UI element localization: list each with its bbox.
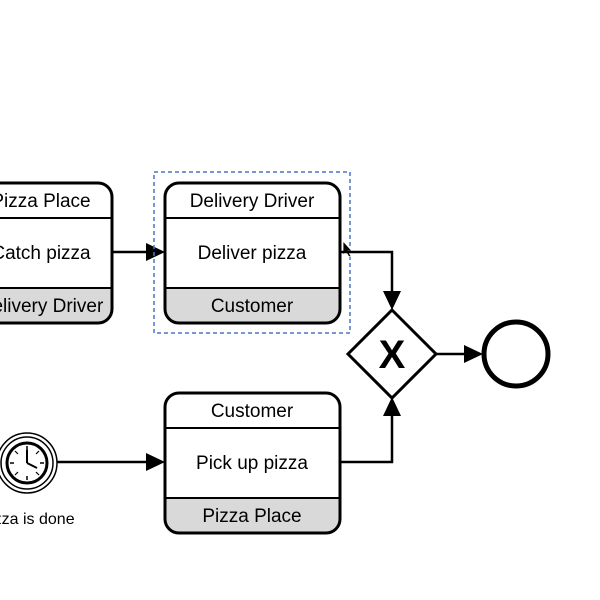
sequence-flow-deliver-to-gateway[interactable] xyxy=(340,250,401,310)
task-deliver-pizza[interactable]: Delivery Driver Deliver pizza Customer xyxy=(163,181,342,325)
timer-start-event[interactable] xyxy=(0,432,58,494)
task-deliver-bottom-band: Customer xyxy=(211,296,294,317)
task-deliver-name: Deliver pizza xyxy=(198,243,307,264)
timer-event-label: Pizza is done xyxy=(0,511,75,528)
task-pickup-top-band: Customer xyxy=(211,401,294,422)
task-pick-up-pizza[interactable]: Customer Pick up pizza Pizza Place xyxy=(163,391,342,535)
end-event[interactable] xyxy=(481,319,551,389)
sequence-flow-pickup-to-gateway[interactable] xyxy=(340,397,401,464)
exclusive-gateway[interactable]: X xyxy=(345,307,439,401)
task-pickup-bottom-band: Pizza Place xyxy=(202,506,301,527)
clock-icon xyxy=(5,441,49,485)
task-catch-top-band: Pizza Place xyxy=(0,191,91,212)
task-catch-pizza[interactable]: Pizza Place Catch pizza Delivery Driver xyxy=(0,181,114,325)
task-pickup-name: Pick up pizza xyxy=(196,453,308,474)
gateway-x-marker: X xyxy=(379,333,406,377)
sequence-flow-timer-to-pickup[interactable] xyxy=(57,453,165,471)
sequence-flow-catch-to-deliver[interactable] xyxy=(112,243,165,261)
task-catch-name: Catch pizza xyxy=(0,243,91,264)
task-deliver-top-band: Delivery Driver xyxy=(190,191,315,212)
task-catch-bottom-band: Delivery Driver xyxy=(0,296,104,317)
sequence-flow-gateway-to-end[interactable] xyxy=(436,345,483,363)
